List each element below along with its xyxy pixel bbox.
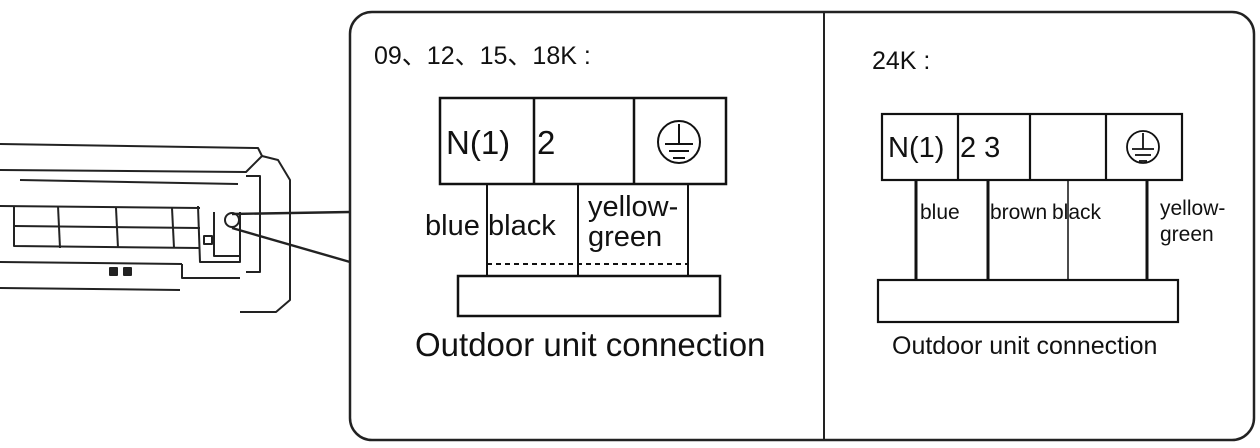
right-wire-yellow: yellow- (1160, 197, 1226, 220)
left-wire-black: black (488, 210, 556, 242)
left-wire-blue: blue (425, 210, 480, 242)
right-wires (914, 180, 1149, 280)
right-model-heading: 24K : (872, 47, 931, 75)
left-caption: Outdoor unit connection (415, 326, 766, 363)
left-wires (486, 184, 689, 276)
left-outdoor-terminal (456, 274, 722, 318)
left-wire-yellow: yellow- (588, 191, 679, 223)
ground-icon (1126, 130, 1160, 164)
right-wire-brown: brown (990, 201, 1048, 224)
right-terminal-label-23: 2 3 (960, 132, 1001, 164)
panel-frame (348, 10, 1256, 442)
left-terminal-label-n1: N(1) (446, 124, 511, 161)
left-terminal-label-2: 2 (537, 124, 556, 161)
right-wire-blue: blue (920, 201, 960, 224)
indoor-unit-illustration (0, 143, 351, 313)
right-terminal-label-n1: N(1) (888, 132, 945, 164)
right-wire-black: black (1052, 201, 1102, 224)
right-caption: Outdoor unit connection (892, 332, 1158, 360)
left-terminal-block (438, 96, 728, 186)
right-wire-green: green (1160, 223, 1214, 246)
left-model-heading: 09、12、15、18K : (374, 42, 591, 70)
right-terminal-block (880, 112, 1184, 182)
ground-icon (657, 120, 701, 164)
left-wire-green: green (588, 221, 663, 253)
right-outdoor-terminal (876, 278, 1180, 324)
